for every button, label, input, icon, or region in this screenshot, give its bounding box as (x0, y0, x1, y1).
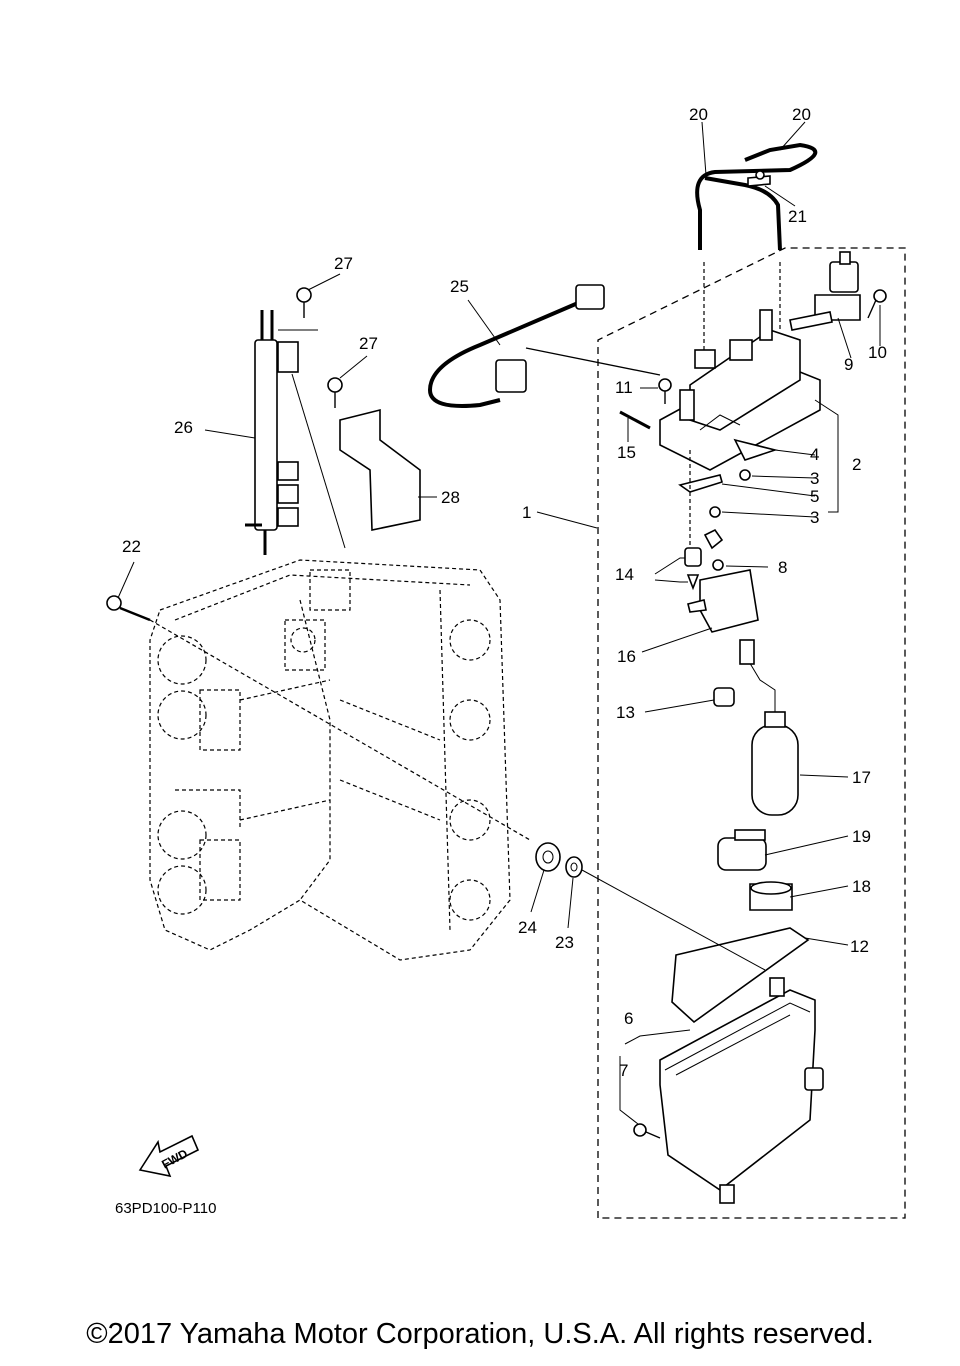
separator-cover (659, 309, 821, 471)
pressure-regulator (789, 251, 861, 331)
wire-harness (427, 284, 661, 408)
callout-26: 26 (174, 418, 193, 437)
fwd-direction-arrow: FWD (138, 1134, 200, 1178)
pin (619, 410, 651, 430)
callout-9: 9 (844, 355, 853, 374)
callout-19: 19 (852, 827, 871, 846)
callout-27b: 27 (359, 334, 378, 353)
fuel-pump (739, 639, 799, 816)
callout-22: 22 (122, 537, 141, 556)
callout-3a: 3 (810, 469, 819, 488)
callout-4: 4 (810, 445, 819, 464)
callout-23: 23 (555, 933, 574, 952)
hose-joint (747, 170, 771, 187)
screw (867, 289, 887, 319)
callout-15: 15 (617, 443, 636, 462)
intake-manifold-block (149, 559, 511, 961)
assembly-frame (597, 247, 906, 1219)
rail-screw (296, 287, 343, 408)
callout-5: 5 (810, 487, 819, 506)
parts-exploded-diagram: FWD 63PD100-P110 (106, 105, 906, 1219)
grommet (713, 687, 735, 707)
float-chamber (659, 977, 824, 1204)
callout-18: 18 (852, 877, 871, 896)
callout-2: 2 (852, 455, 861, 474)
callout-28: 28 (441, 488, 460, 507)
callout-10: 10 (868, 343, 887, 362)
callout-16: 16 (617, 647, 636, 666)
cover (687, 569, 759, 633)
rail-bracket (339, 408, 421, 531)
pump-filter-set (684, 547, 702, 591)
callout-20b: 20 (792, 105, 811, 124)
bolt (106, 595, 151, 622)
screw (658, 378, 672, 404)
leader-lines (117, 121, 881, 1125)
callout-12: 12 (850, 937, 869, 956)
callout-20a: 20 (689, 105, 708, 124)
callout-24: 24 (518, 918, 537, 937)
fuel-hose (695, 142, 818, 360)
copyright-notice: ©2017 Yamaha Motor Corporation, U.S.A. A… (86, 1318, 874, 1350)
callout-13: 13 (616, 703, 635, 722)
callout-27a: 27 (334, 254, 353, 273)
fuel-rail (245, 310, 299, 555)
washer (565, 856, 583, 878)
callout-17: 17 (852, 768, 871, 787)
drain-screw (633, 1123, 661, 1139)
damper (749, 881, 793, 911)
gasket (671, 927, 810, 1024)
callout-labels: 1 2 3 3 4 5 6 7 8 9 10 11 12 13 14 15 16… (122, 105, 887, 1080)
callout-7: 7 (619, 1061, 628, 1080)
screw (709, 469, 751, 571)
callout-11: 11 (615, 378, 633, 397)
callout-14: 14 (615, 565, 634, 584)
grommet (535, 842, 561, 872)
drawing-code: 63PD100-P110 (115, 1200, 216, 1217)
callout-21: 21 (788, 207, 807, 226)
callout-3b: 3 (810, 508, 819, 527)
holder (717, 829, 767, 871)
callout-8: 8 (778, 558, 787, 577)
callout-25: 25 (450, 277, 469, 296)
callout-1: 1 (522, 503, 531, 522)
callout-6: 6 (624, 1009, 633, 1028)
